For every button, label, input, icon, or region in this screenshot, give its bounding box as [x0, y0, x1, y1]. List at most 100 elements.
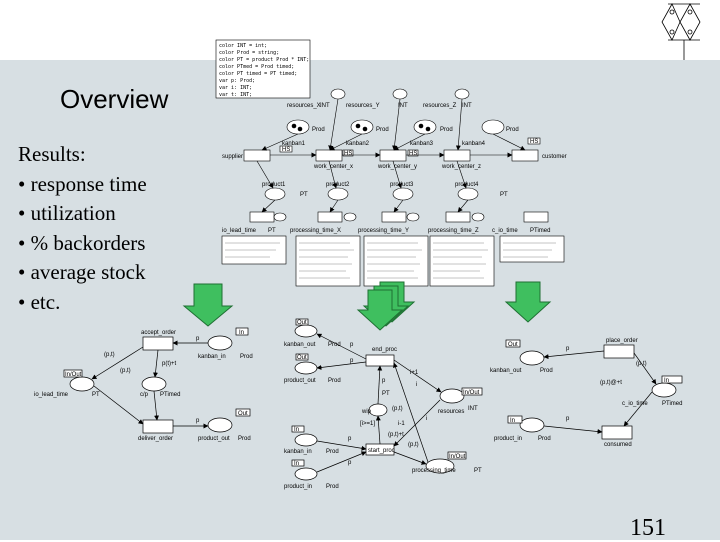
transition-label: end_proc: [372, 347, 397, 353]
port-tag: Out: [238, 411, 248, 417]
transition-label: processing_time_Z: [428, 228, 479, 234]
arc-label: i: [416, 382, 417, 388]
place-label: product_in: [494, 436, 522, 442]
port-tag: Out: [297, 355, 307, 361]
place-label: resources_X: [287, 103, 321, 109]
place-label: kanban_in: [284, 449, 312, 455]
hs-tag: HS: [530, 139, 538, 145]
arc-label: i+1: [410, 370, 419, 376]
type-label: Prod: [376, 127, 389, 133]
port-tag: In: [510, 418, 515, 424]
arc-label: p: [348, 436, 352, 442]
port-tag: In: [664, 378, 669, 384]
place-label: wip: [361, 409, 372, 415]
arc-label: p: [348, 460, 352, 466]
guard-label: [i>=1]: [360, 421, 375, 427]
arc-label: c/p: [140, 392, 149, 398]
type-label: Prod: [238, 436, 251, 442]
place-label: kanban4: [462, 141, 486, 147]
type-label: Prod: [326, 449, 339, 455]
arc-label: p: [566, 416, 570, 422]
declaration-line: color INT = int;: [219, 43, 267, 49]
transition-label: work_center_z: [441, 164, 481, 170]
arc-label: (p,t): [120, 368, 131, 374]
results-item: • etc.: [18, 289, 61, 314]
top-net: resources_X resources_Y resources_Z INT …: [221, 88, 567, 287]
place-label: kanban2: [346, 141, 370, 147]
arc-label: (p,t)+t: [388, 432, 404, 438]
declaration-line: color PT = product Prod * INT;: [219, 57, 309, 63]
place-label: kanban_in: [198, 354, 226, 360]
type-label: PTimed: [160, 392, 180, 398]
type-label: PT: [382, 391, 390, 397]
green-arrow-left: [182, 283, 234, 327]
type-label: PT: [500, 192, 508, 198]
green-arrow-right: [504, 281, 552, 323]
declarations-box: color INT = int; color Prod = string; co…: [215, 39, 311, 99]
place-label: resources: [438, 409, 464, 415]
arc-label: p: [196, 418, 200, 424]
type-label: INT: [462, 103, 472, 109]
arc-label: p(t)+t: [162, 361, 177, 367]
transition-label: processing_time_Y: [358, 228, 409, 234]
transition-label: processing_time_X: [290, 228, 341, 234]
transition-label: deliver_order: [138, 436, 173, 442]
left-net: accept_order kanban_in Prod In In/Out io…: [34, 327, 253, 442]
place-label: product3: [390, 182, 414, 188]
type-label: PTimed: [662, 401, 682, 407]
type-label: INT: [320, 103, 330, 109]
hierarchy-thumbnail: [661, 3, 701, 60]
place-label: kanban3: [410, 141, 434, 147]
transition-label: accept_order: [141, 330, 176, 336]
place-label: product1: [262, 182, 286, 188]
arc-label: i-1: [398, 421, 405, 427]
declaration-line: color PT timed = PT timed;: [219, 71, 297, 77]
arc-label: p: [196, 336, 200, 342]
arc-label: (p,t): [104, 352, 115, 358]
port-tag: In/Out: [463, 390, 480, 396]
type-label: Prod: [506, 127, 519, 133]
type-label: Prod: [328, 378, 341, 384]
port-tag: In: [294, 427, 299, 433]
type-label: Prod: [326, 484, 339, 490]
arc-label: p: [350, 358, 354, 364]
type-label: PT: [92, 392, 100, 398]
background-band: [0, 60, 720, 540]
page-number: 151: [630, 515, 666, 541]
place-label: kanban_out: [490, 368, 522, 374]
type-label: Prod: [312, 127, 325, 133]
arc-label: i: [426, 416, 427, 422]
port-tag: In: [239, 330, 244, 336]
right-net: place_order Out kanban_out Prod In c_io_…: [490, 338, 682, 448]
type-label: Prod: [240, 354, 253, 360]
transition-label: work_center_y: [377, 164, 417, 170]
declaration-line: var t: INT;: [219, 92, 252, 98]
place-label: product_out: [284, 378, 316, 384]
hs-tag: HS: [409, 151, 417, 157]
hs-tag: HS: [282, 147, 290, 153]
type-label: Prod: [538, 436, 551, 442]
results-heading: Results:: [18, 142, 86, 166]
place-label: io_lead_time: [222, 228, 257, 234]
declaration-line: color Prod = string;: [219, 50, 279, 56]
place-label: kanban_out: [284, 342, 316, 348]
place-label: c_io_time: [622, 401, 648, 407]
port-tag: Out: [297, 320, 307, 326]
declaration-line: color PTmed = Prod timed;: [219, 64, 294, 70]
place-label: processing_time: [412, 468, 456, 474]
slide-title: Overview: [60, 84, 169, 114]
results-item: • utilization: [18, 201, 116, 225]
place-label: product4: [455, 182, 479, 188]
place-label: kanban1: [282, 141, 306, 147]
type-label: INT: [398, 103, 408, 109]
arc-label: (p,t): [392, 406, 403, 412]
results-item: • average stock: [18, 260, 146, 284]
middle-net: Out kanban_out Prod Out product_out Prod…: [284, 318, 483, 490]
type-label: PT: [300, 192, 308, 198]
transition-label: consumed: [604, 442, 632, 448]
type-label: PTimed: [530, 228, 550, 234]
transition-label: place_order: [606, 338, 638, 344]
results-item: • response time: [18, 171, 147, 196]
type-label: Prod: [540, 368, 553, 374]
